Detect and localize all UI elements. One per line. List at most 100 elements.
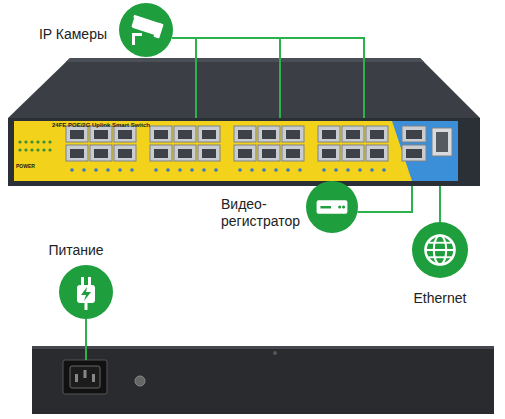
socket-pin <box>92 374 95 382</box>
ethernet-icon-circle: Ethernet <box>412 222 468 278</box>
port-led <box>382 168 386 172</box>
sfp-slot <box>436 132 448 152</box>
port-led <box>118 168 122 172</box>
port-socket <box>178 149 192 158</box>
status-led <box>36 140 39 143</box>
status-led <box>30 148 33 151</box>
port-led <box>346 168 350 172</box>
socket-pin <box>75 374 78 382</box>
power-socket-inner <box>70 366 100 388</box>
status-led <box>18 140 21 143</box>
port-socket <box>70 149 84 158</box>
rear-panel <box>32 346 494 414</box>
rj45-port <box>366 145 388 161</box>
port-socket <box>370 149 384 158</box>
port-led <box>82 168 86 172</box>
device-label: Видео- регистратор <box>221 196 316 230</box>
port-socket <box>70 130 84 139</box>
port-socket <box>118 149 132 158</box>
uplink-port <box>402 145 426 161</box>
port-socket <box>154 149 168 158</box>
device-label: Питание <box>48 242 103 259</box>
green-circle <box>119 3 173 57</box>
port-socket <box>178 130 192 139</box>
switch-top-face <box>8 58 480 118</box>
rj45-port <box>318 126 340 142</box>
switch-top-edge <box>66 58 424 62</box>
port-led <box>334 168 338 172</box>
port-socket <box>346 130 360 139</box>
rj45-port <box>318 145 340 161</box>
rj45-port <box>366 126 388 142</box>
rj45-port <box>66 145 88 161</box>
status-led <box>48 148 51 151</box>
rj45-port <box>342 145 364 161</box>
switch-front-panel: 24FE POE/2G Uplink Smart Switch <box>8 118 480 186</box>
rj45-port <box>150 145 172 161</box>
port-socket <box>118 130 132 139</box>
rj45-port <box>282 145 304 161</box>
port-led <box>214 168 218 172</box>
port-led <box>190 168 194 172</box>
dvr-icon <box>317 200 348 213</box>
icon-circle <box>306 181 358 233</box>
green-circle <box>59 265 113 319</box>
green-circle <box>412 222 468 278</box>
device-label: Ethernet <box>414 290 467 307</box>
status-led <box>42 148 45 151</box>
port-led <box>322 168 326 172</box>
port-led <box>154 168 158 172</box>
port-led <box>166 168 170 172</box>
port-led <box>70 168 74 172</box>
plug-icon <box>77 277 95 310</box>
rj45-port <box>282 126 304 142</box>
port-socket <box>262 130 276 139</box>
status-led <box>48 140 51 143</box>
sfp-port <box>432 128 452 156</box>
camera-wire <box>195 38 197 118</box>
port-socket <box>202 130 216 139</box>
port-led <box>274 168 278 172</box>
port-socket <box>322 149 336 158</box>
status-led <box>24 140 27 143</box>
port-led <box>286 168 290 172</box>
port-led <box>262 168 266 172</box>
rj45-port <box>342 126 364 142</box>
port-led <box>358 168 362 172</box>
rear-panel-edge <box>32 346 494 349</box>
rj45-port <box>66 126 88 142</box>
port-socket <box>286 130 300 139</box>
green-connector <box>172 38 364 118</box>
port-socket <box>238 130 252 139</box>
rj45-port <box>234 126 256 142</box>
status-led <box>42 140 45 143</box>
rj45-port <box>234 145 256 161</box>
green-connector <box>358 186 412 212</box>
globe-icon <box>425 235 454 264</box>
port-socket <box>94 149 108 158</box>
status-led <box>24 148 27 151</box>
camera-wire <box>279 38 281 118</box>
port-led <box>94 168 98 172</box>
port-led <box>370 168 374 172</box>
icon-circle <box>412 222 468 278</box>
model-label: 24FE POE/2G Uplink Smart Switch <box>52 122 150 129</box>
port-led <box>106 168 110 172</box>
port-socket <box>202 149 216 158</box>
rj45-port <box>114 145 136 161</box>
green-connector <box>439 186 441 222</box>
status-led <box>18 148 21 151</box>
port-socket <box>346 149 360 158</box>
rj45-port <box>198 145 220 161</box>
uplink-band <box>392 121 458 181</box>
socket-pin <box>84 370 87 378</box>
uplink-port <box>402 126 426 142</box>
status-led <box>36 148 39 151</box>
port-socket <box>322 130 336 139</box>
port-socket <box>286 149 300 158</box>
port-socket <box>262 149 276 158</box>
icon-circle <box>119 3 173 57</box>
status-led <box>30 140 33 143</box>
port-socket <box>154 130 168 139</box>
camera-icon-circle: IP Камеры <box>119 3 173 57</box>
